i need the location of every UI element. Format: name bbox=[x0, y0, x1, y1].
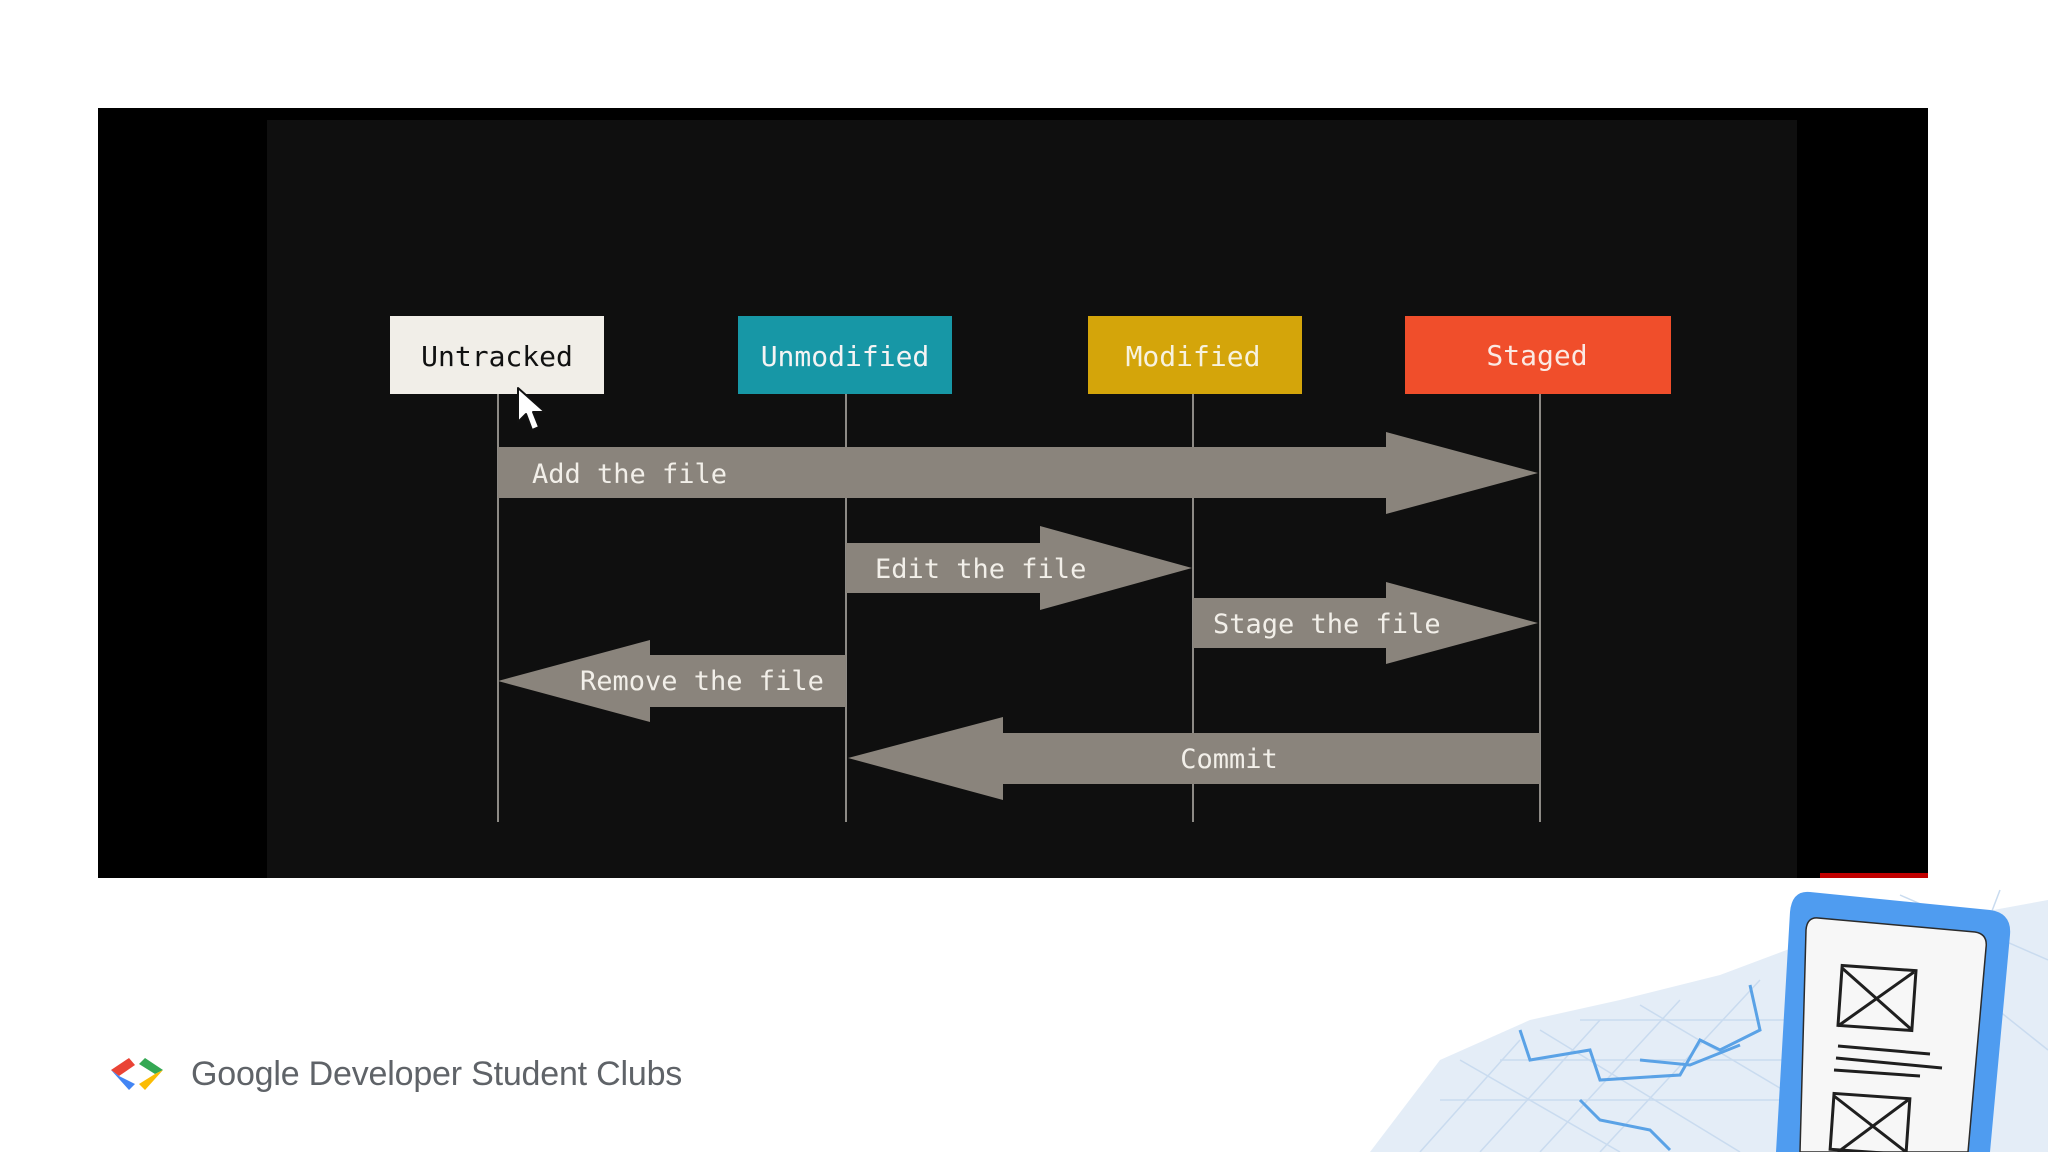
arrow-edit-the-file: Edit the file bbox=[846, 526, 1192, 610]
arrow-edit-label: Edit the file bbox=[875, 554, 1086, 585]
illustration-phone-screen bbox=[1800, 918, 1986, 1152]
arrow-remove-label: Remove the file bbox=[580, 666, 824, 697]
arrow-stage-the-file: Stage the file bbox=[1193, 582, 1538, 664]
arrow-add-the-file: Add the file bbox=[498, 432, 1538, 514]
state-unmodified: Unmodified bbox=[738, 316, 952, 394]
arrow-commit-label: Commit bbox=[1180, 744, 1278, 775]
state-modified: Modified bbox=[1088, 316, 1302, 394]
mouse-cursor-icon bbox=[518, 388, 545, 430]
state-staged-label: Staged bbox=[1486, 339, 1587, 372]
state-modified-label: Modified bbox=[1126, 340, 1261, 373]
arrow-remove-the-file: Remove the file bbox=[498, 640, 846, 722]
arrow-add-label: Add the file bbox=[532, 459, 727, 490]
state-untracked-label: Untracked bbox=[421, 340, 573, 373]
arrow-stage-label: Stage the file bbox=[1213, 609, 1441, 640]
state-staged: Staged bbox=[1405, 316, 1671, 394]
gdsc-logo-icon bbox=[105, 1054, 177, 1094]
gdsc-brand-text: Google Developer Student Clubs bbox=[191, 1055, 682, 1094]
gdsc-brand: Google Developer Student Clubs bbox=[105, 1050, 682, 1098]
state-untracked: Untracked bbox=[390, 316, 604, 394]
state-unmodified-label: Unmodified bbox=[761, 340, 930, 373]
wireframe-illustration bbox=[1370, 890, 2048, 1152]
